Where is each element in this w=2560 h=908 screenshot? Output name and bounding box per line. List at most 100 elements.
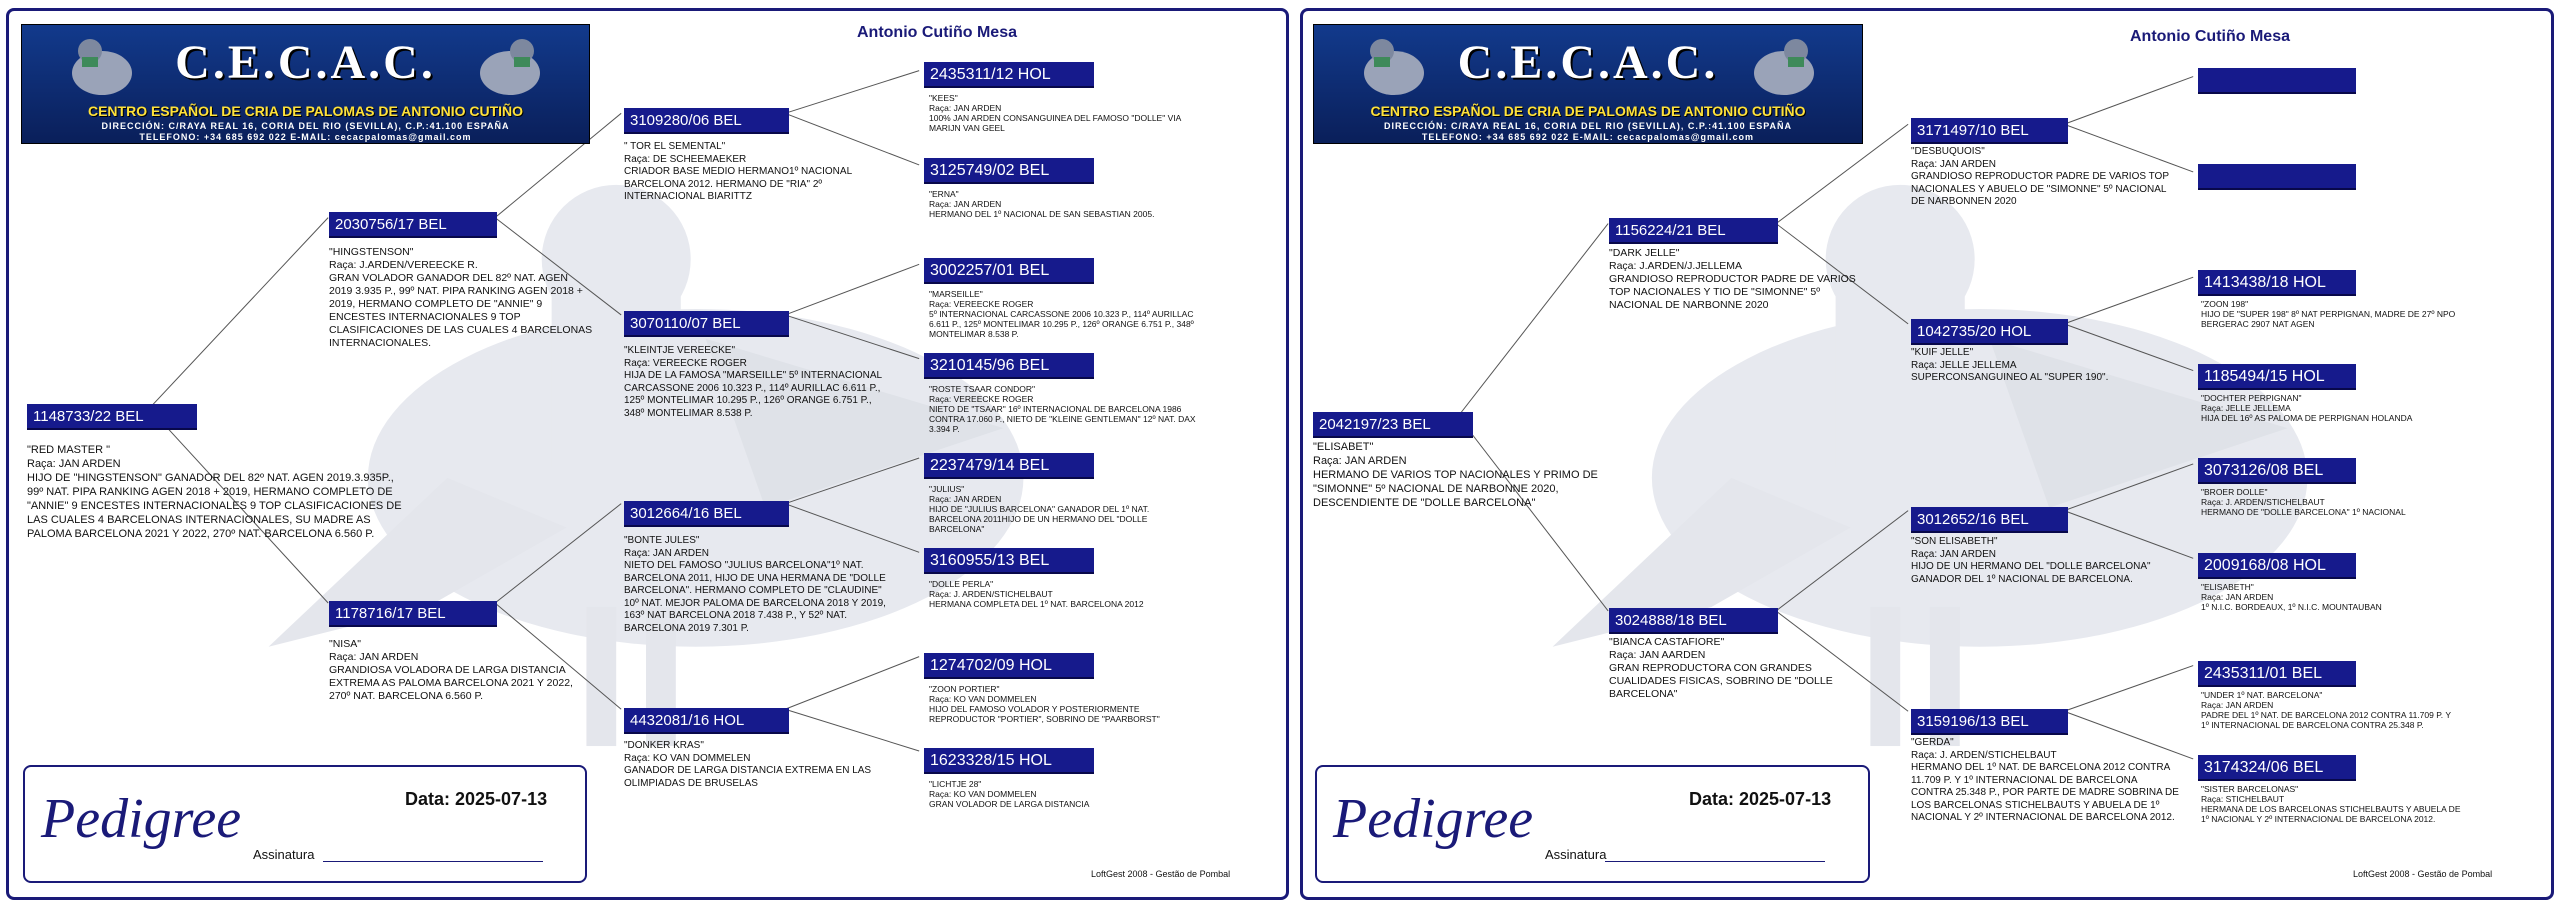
bird-breed: Raça: J. ARDEN/STICHELBAUT [929,589,1053,599]
ancestor-info: "SISTER BARCELONAS" Raça: STICHELBAUT HE… [2201,784,2461,824]
grandsire-maternal-ring: 3012652/16 BEL [1911,507,2068,533]
bird-breed: Raça: STICHELBAUT [2201,794,2285,804]
ancestor-info: "JULIUS" Raça: JAN ARDEN HIJO DE "JULIUS… [929,484,1199,534]
grandsire-paternal-info: "DESBUQUOIS" Raça: JAN ARDEN GRANDIOSO R… [1911,146,2181,209]
bird-breed: Raça: DE SCHEEMAEKER [624,153,747,165]
bird-name: "SISTER BARCELONAS" [2201,784,2299,794]
ancestor-info: "DOLLE PERLA" Raça: J. ARDEN/STICHELBAUT… [929,579,1199,609]
granddam-paternal-info: "KLEINTJE VEREECKE" Raça: VEREECKE ROGER… [624,345,889,420]
ancestor-ring: 1274702/09 HOL [924,653,1094,679]
print-date: Data: 2025-07-13 [1689,789,1832,809]
bird-breed: Raça: JAN ARDEN [929,494,1002,504]
bird-name: "ZOON 198" [2201,299,2249,309]
ancestor-ring: 1413438/18 HOL [2198,270,2356,296]
pedigree-page-2: C.E.C.A.C. CENTRO ESPAÑOL DE CRIA DE PAL… [1300,8,2554,900]
pigeon-logo-icon [1754,39,1814,95]
logo-title: C.E.C.A.C. [175,36,436,89]
bird-breed: Raça: JAN ARDEN [27,458,121,470]
sire-ring: 2030756/17 BEL [329,212,497,238]
ancestor-ring: 3125749/02 BEL [924,158,1094,184]
pedigree-logo-text: Pedigree [41,788,242,850]
bird-notes: CRIADOR BASE MEDIO HERMANO1º NACIONAL BA… [624,166,852,202]
pigeon-watermark-image [268,184,1024,747]
bird-name: "DONKER KRAS" [624,740,704,751]
bird-notes: HIJO DE UN HERMANO DEL "DOLLE BARCELONA"… [1911,561,2151,585]
bird-notes: 100% JAN ARDEN CONSANGUINEA DEL FAMOSO "… [929,113,1181,133]
dam-ring: 1178716/17 BEL [329,601,497,627]
bird-breed: Raça: JELLE JELLEMA [2201,403,2291,413]
logo-subtitle: CENTRO ESPAÑOL DE CRIA DE PALOMAS DE ANT… [87,103,524,119]
breeder-name: Antonio Cutiño Mesa [857,24,1017,41]
grandsire-maternal-ring: 3012664/16 BEL [624,501,789,527]
ancestor-ring: 2237479/14 BEL [924,453,1094,479]
bird-notes: GRANDIOSA VOLADORA DE LARGA DISTANCIA EX… [329,664,573,702]
granddam-paternal-ring: 1042735/20 HOL [1911,319,2068,345]
bird-breed: Raça: JAN ARDEN [929,199,1002,209]
bird-breed: Raça: VEREECKE ROGER [929,394,1034,404]
pigeon-logo-icon [1364,39,1424,95]
granddam-maternal-ring: 4432081/16 HOL [624,708,789,734]
bird-notes: GRAN REPRODUCTORA CON GRANDES CUALIDADES… [1609,662,1833,700]
ancestor-ring: 3160955/13 BEL [924,548,1094,574]
main-bird-ring: 2042197/23 BEL [1313,412,1473,438]
ancestor-ring: 3174324/06 BEL [2198,755,2356,781]
bird-breed: Raça: VEREECKE ROGER [624,357,747,369]
bird-notes: NIETO DE "TSAAR" 16º INTERNACIONAL DE BA… [929,404,1196,434]
sire-info: "DARK JELLE" Raça: J.ARDEN/J.JELLEMA GRA… [1609,247,1874,312]
bird-name: "KEES" [929,93,958,103]
bird-notes: NIETO DEL FAMOSO "JULIUS BARCELONA"1º NA… [624,560,886,634]
bird-name: "LICHTJE 28" [929,779,982,789]
bird-name: "DOCHTER PERPIGNAN" [2201,393,2302,403]
bird-notes: GRAN VOLADOR GANADOR DEL 82º NAT. AGEN 2… [329,272,593,349]
grandsire-maternal-info: "BONTE JULES" Raça: JAN ARDEN NIETO DEL … [624,535,894,635]
bird-breed: Raça: JAN ARDEN [1313,455,1407,467]
pedigree-footer: Pedigree Data: 2025-07-13 Assinatura [23,765,587,883]
ancestor-ring: 1185494/15 HOL [2198,364,2356,390]
granddam-paternal-info: "KUIF JELLE" Raça: JELLE JELLEMA SUPERCO… [1911,347,2181,385]
main-bird-info: "ELISABET" Raça: JAN ARDEN HERMANO DE VA… [1313,440,1638,510]
bird-name: "BIANCA CASTAFIORE" [1609,636,1725,648]
bird-notes: HERMANO DEL 1º NACIONAL DE SAN SEBASTIAN… [929,209,1155,219]
ancestor-info: "DOCHTER PERPIGNAN" Raça: JELLE JELLEMA … [2201,393,2461,423]
ancestor-ring: 3210145/96 BEL [924,353,1094,379]
pedigree-footer: Pedigree Data: 2025-07-13 Assinatura [1315,765,1870,883]
granddam-maternal-info: "DONKER KRAS" Raça: KO VAN DOMMELEN GANA… [624,740,894,790]
bird-notes: SUPERCONSANGUINEO AL "SUPER 190". [1911,372,2109,383]
sire-ring: 1156224/21 BEL [1609,218,1778,244]
bird-notes: 5º INTERNACIONAL CARCASSONE 2006 10.323 … [929,309,1194,339]
ancestor-info: "UNDER 1º NAT. BARCELONA" Raça: JAN ARDE… [2201,690,2461,730]
ancestor-info: "ROSTE TSAAR CONDOR" Raça: VEREECKE ROGE… [929,384,1199,434]
main-bird-ring: 1148733/22 BEL [27,404,197,430]
pigeon-logo-icon [72,39,132,95]
bird-notes: GRANDIOSO REPRODUCTOR PADRE DE VARIOS TO… [1609,273,1856,311]
bird-name: "DESBUQUOIS" [1911,146,1985,157]
grandsire-paternal-info: " TOR EL SEMENTAL" Raça: DE SCHEEMAEKER … [624,141,889,204]
pedigree-logo-text: Pedigree [1333,788,1534,850]
ancestor-info: "ZOON 198" HIJO DE "SUPER 198" 8º NAT PE… [2201,299,2461,329]
bird-notes: HIJO DEL FAMOSO VOLADOR Y POSTERIORMENTE… [929,704,1160,724]
main-bird-info: "RED MASTER " Raça: JAN ARDEN HIJO DE "H… [27,443,407,541]
dam-info: "NISA" Raça: JAN ARDEN GRANDIOSA VOLADOR… [329,638,594,703]
granddam-maternal-info: "GERDA" Raça: J. ARDEN/STICHELBAUT HERMA… [1911,737,2181,825]
bird-name: "MARSEILLE" [929,289,983,299]
grandsire-paternal-ring: 3171497/10 BEL [1911,118,2068,144]
signature-line [323,861,543,862]
bird-breed: Raça: KO VAN DOMMELEN [929,789,1037,799]
bird-name: "DOLLE PERLA" [929,579,994,589]
bird-notes: HIJA DE LA FAMOSA "MARSEILLE" 5º INTERNA… [624,370,882,419]
logo-subtitle: CENTRO ESPAÑOL DE CRIA DE PALOMAS DE ANT… [1370,103,1806,119]
bird-name: " TOR EL SEMENTAL" [624,141,726,152]
pedigree-connector-lines [149,70,920,752]
bird-name: "UNDER 1º NAT. BARCELONA" [2201,690,2323,700]
grandsire-paternal-ring: 3109280/06 BEL [624,108,789,134]
bird-name: "NISA" [329,638,361,650]
bird-breed: Raça: J.ARDEN/VEREECKE R. [329,259,478,271]
bird-name: "JULIUS" [929,484,965,494]
bird-notes: HERMANO DE "DOLLE BARCELONA" 1º NACIONAL [2201,507,2406,517]
software-credit: LoftGest 2008 - Gestão de Pombal [1091,869,1231,879]
bird-name: "KLEINTJE VEREECKE" [624,345,736,356]
ancestor-info: "KEES" Raça: JAN ARDEN 100% JAN ARDEN CO… [929,93,1199,133]
dam-info: "BIANCA CASTAFIORE" Raça: JAN AARDEN GRA… [1609,636,1874,701]
bird-notes: HIJO DE "HINGSTENSON" GANADOR DEL 82º NA… [27,472,402,540]
bird-breed: Raça: J. ARDEN/STICHELBAUT [2201,497,2325,507]
